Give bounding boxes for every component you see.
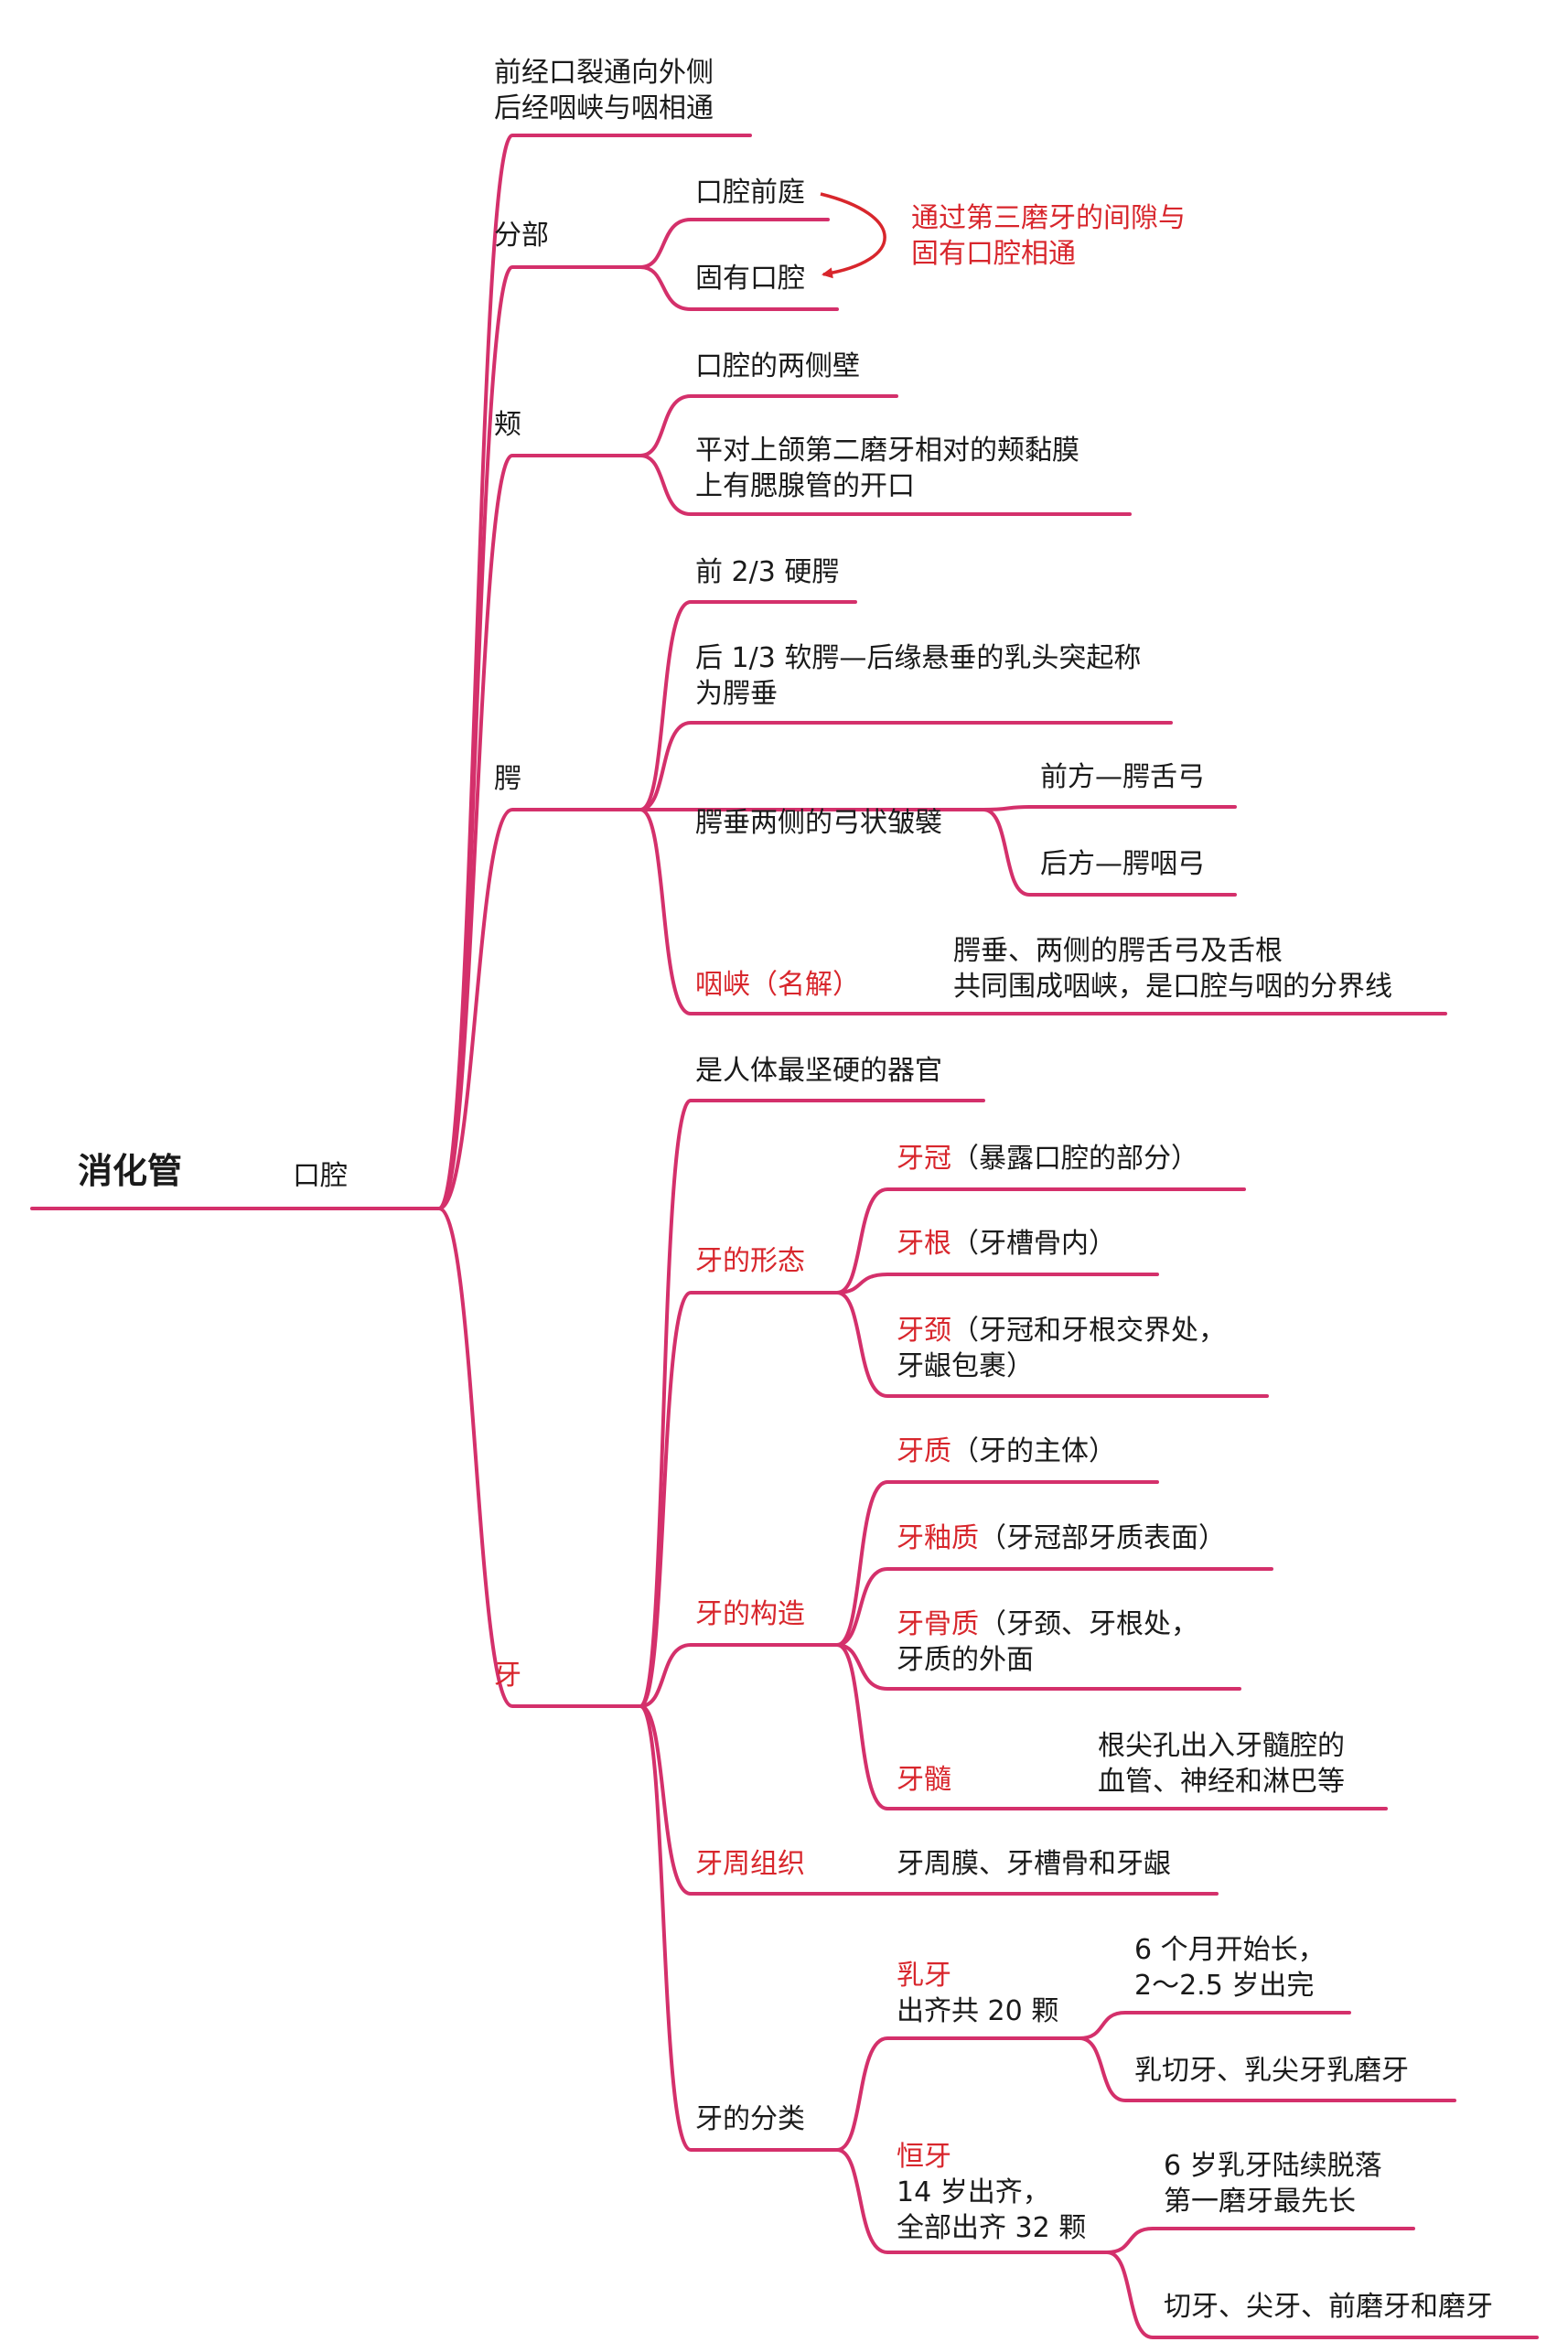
crown-desc: （暴露口腔的部分） (951, 1143, 1198, 1175)
connection-note-line-1: 通过第三磨牙的间隙与 (911, 202, 1186, 234)
teeth-hardest: 是人体最坚硬的器官 (695, 1055, 942, 1087)
permanent-timing-line-2: 第一磨牙最先长 (1164, 2186, 1356, 2218)
permanent-kinds: 切牙、尖牙、前磨牙和磨牙 (1164, 2291, 1493, 2323)
enamel-desc: （牙冠部牙质表面） (979, 1522, 1226, 1554)
isthmus-node: 咽峡（名解） (695, 969, 860, 1001)
oral-proper-node: 固有口腔 (695, 263, 805, 295)
crown-term: 牙冠 (897, 1143, 951, 1175)
palatal-arches-node: 腭垂两侧的弓状皱襞 (695, 807, 942, 839)
isthmus-def-line-1: 腭垂、两侧的腭舌弓及舌根 (953, 935, 1283, 967)
cheek-node: 颊 (494, 409, 521, 441)
cheek-duct-line-1: 平对上颌第二磨牙相对的颊黏膜 (695, 435, 1079, 467)
deciduous-timing-line-2: 2～2.5 岁出完 (1134, 1970, 1315, 2002)
branch-permanent (835, 2148, 1109, 2254)
branch-deciduous-timing (1078, 2011, 1351, 2040)
branch-enamel (835, 1567, 1273, 1647)
permanent-term: 恒牙 (897, 2141, 951, 2173)
palatoglossal-arch: 前方—腭舌弓 (1040, 761, 1205, 793)
branch-types (639, 1704, 839, 2152)
branch-arch-front (982, 805, 1237, 811)
deciduous-timing-line-1: 6 个月开始长， (1134, 1934, 1326, 1966)
deciduous-term: 乳牙 (897, 1960, 951, 1992)
branch-proper (639, 265, 839, 311)
isthmus-def-line-2: 共同围成咽峡，是口腔与咽的分界线 (953, 971, 1392, 1003)
branch-cementum (835, 1643, 1241, 1691)
neck-desc-line-2: 牙龈包裹） (897, 1350, 1034, 1382)
deciduous-kinds: 乳切牙、乳尖牙乳磨牙 (1134, 2055, 1409, 2087)
branch-root (835, 1273, 1159, 1295)
connection-note-line-2: 固有口腔相通 (911, 238, 1076, 270)
cementum-term: 牙骨质 (897, 1608, 979, 1640)
soft-palate-line-1: 后 1/3 软腭—后缘悬垂的乳头突起称 (695, 642, 1142, 674)
permanent-count-line-2: 全部出齐 32 颗 (897, 2212, 1087, 2244)
branch-dentin (835, 1480, 1159, 1647)
periodontal-node: 牙周组织 (695, 1848, 805, 1880)
branch-deciduous (835, 2036, 1081, 2152)
branch-cheek-wall (639, 394, 898, 457)
enamel-term: 牙釉质 (897, 1522, 979, 1554)
deciduous-count: 出齐共 20 颗 (897, 1995, 1059, 2027)
branch-structure (639, 1643, 839, 1708)
root-node: 消化管 (78, 1151, 183, 1191)
branch-palate (437, 808, 642, 1210)
pulp-desc-line-1: 根尖孔出入牙髓腔的 (1098, 1730, 1345, 1762)
branch-isthmus (639, 808, 1447, 1015)
enamel-item: 牙釉质（牙冠部牙质表面） (897, 1520, 1226, 1556)
periodontal-desc: 牙周膜、牙槽骨和牙龈 (897, 1848, 1171, 1880)
branch-permanent-kinds (1105, 2251, 1539, 2339)
hard-palate: 前 2/3 硬腭 (695, 556, 840, 588)
tooth-types-node: 牙的分类 (695, 2103, 805, 2135)
teeth-node: 牙 (494, 1660, 521, 1692)
vestibule-node: 口腔前庭 (695, 177, 805, 209)
palatopharyngeal-arch: 后方—腭咽弓 (1040, 848, 1205, 880)
tooth-form-node: 牙的形态 (695, 1245, 805, 1277)
pulp-term: 牙髓 (897, 1764, 951, 1796)
branch-cheek (437, 454, 642, 1210)
soft-palate-line-2: 为腭垂 (695, 678, 778, 710)
cheek-duct-line-2: 上有腮腺管的开口 (695, 470, 915, 502)
dentin-term: 牙质 (897, 1435, 951, 1467)
tooth-structure-node: 牙的构造 (695, 1598, 805, 1630)
neck-term: 牙颈 (897, 1315, 951, 1347)
palate-node: 腭 (494, 763, 521, 795)
branch-pulp (835, 1643, 1388, 1810)
branch-hard-palate (639, 600, 857, 811)
cementum-desc: （牙颈、牙根处， (979, 1608, 1198, 1640)
crown-item: 牙冠（暴露口腔的部分） (897, 1141, 1198, 1176)
permanent-count-line-1: 14 岁出齐， (897, 2176, 1050, 2208)
neck-desc: （牙冠和牙根交界处， (951, 1315, 1226, 1347)
dentin-desc: （牙的主体） (951, 1435, 1116, 1467)
cementum-desc-line-2: 牙质的外面 (897, 1644, 1034, 1676)
branch-cheek-duct (639, 454, 1132, 516)
cheek-wall: 口腔的两侧壁 (695, 350, 860, 382)
branch-form (639, 1291, 839, 1708)
branch-crown (835, 1187, 1246, 1295)
branch-soft-palate (639, 721, 1173, 811)
branch-teeth (437, 1207, 642, 1708)
connection-arrow (820, 192, 886, 279)
branch-permanent-timing (1105, 2227, 1415, 2254)
root-item: 牙根（牙槽骨内） (897, 1226, 1116, 1262)
permanent-timing-line-1: 6 岁乳牙陆续脱落 (1164, 2150, 1382, 2182)
dentin-item: 牙质（牙的主体） (897, 1434, 1116, 1469)
branch-vestibule (639, 218, 830, 269)
pulp-desc-line-2: 血管、神经和淋巴等 (1098, 1766, 1345, 1798)
opening-line-2: 后经咽峡与咽相通 (494, 92, 714, 124)
branch-arch-back (982, 808, 1237, 897)
cementum-item: 牙骨质（牙颈、牙根处， (897, 1606, 1198, 1642)
branch-neck (835, 1291, 1269, 1398)
branch-periodontal (639, 1704, 1219, 1896)
parts-node: 分部 (494, 220, 549, 252)
oral-cavity-node: 口腔 (293, 1160, 348, 1192)
root-term: 牙根 (897, 1228, 951, 1260)
neck-item: 牙颈（牙冠和牙根交界处， (897, 1313, 1226, 1348)
branch-deciduous-kinds (1078, 2036, 1456, 2102)
opening-line-1: 前经口裂通向外侧 (494, 57, 714, 89)
root-desc: （牙槽骨内） (951, 1228, 1116, 1260)
